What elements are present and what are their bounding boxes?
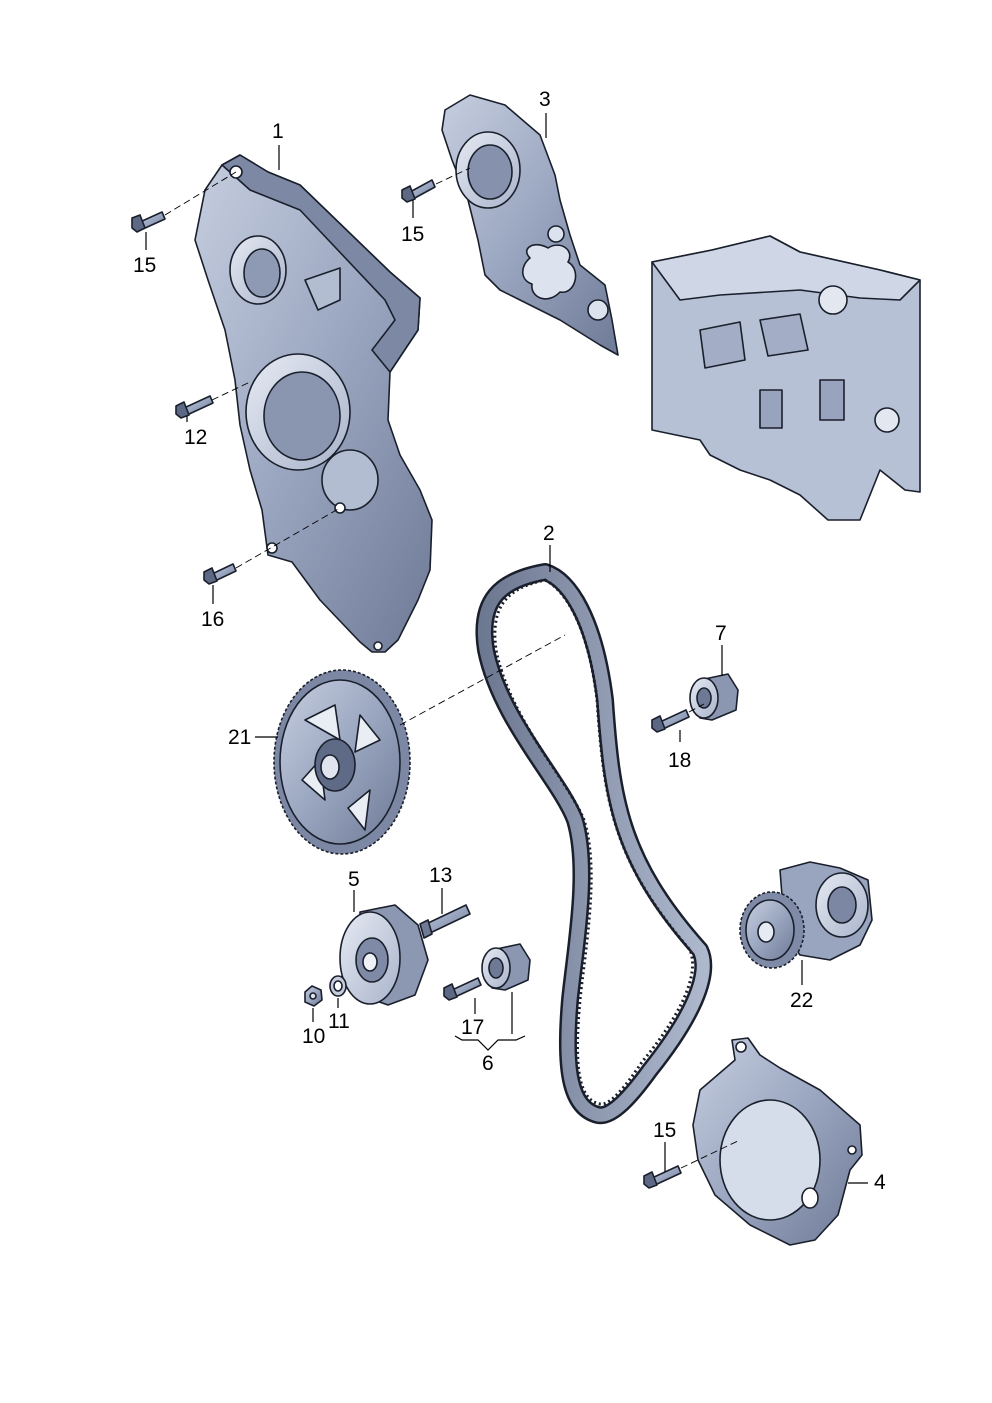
bolt-15-upper-left[interactable]: [131, 211, 166, 233]
stud-bolt[interactable]: [419, 904, 471, 939]
callout-15-upper-mid: 15: [401, 223, 424, 246]
camshaft-sprocket[interactable]: [273, 669, 411, 855]
tensioning-pulley[interactable]: [339, 904, 429, 1006]
callout-15-lower: 15: [653, 1119, 676, 1142]
callout-11: 11: [328, 1010, 350, 1033]
callout-21: 21: [228, 726, 251, 749]
toothed-belt[interactable]: [475, 563, 713, 1125]
bolt-15-upper-mid[interactable]: [401, 179, 436, 203]
callout-18: 18: [668, 749, 691, 772]
bolt-16[interactable]: [203, 563, 237, 585]
alignment-lines: [164, 167, 741, 1169]
callout-5: 5: [348, 868, 360, 891]
callout-2: 2: [543, 522, 555, 545]
washer[interactable]: [329, 975, 347, 997]
hex-nut[interactable]: [304, 985, 323, 1007]
callout-6: 6: [482, 1052, 494, 1075]
callout-labels: 1 3 15 15 12 16 2 7 21 18 5 13 10 11 17 …: [133, 88, 886, 1194]
engine-block: [651, 235, 921, 521]
callout-13: 13: [429, 864, 452, 887]
coolant-pump[interactable]: [739, 861, 873, 969]
callout-15-upper-left: 15: [133, 254, 156, 277]
timing-cover-rear[interactable]: [441, 94, 619, 356]
callout-7: 7: [715, 622, 727, 645]
callout-17: 17: [461, 1016, 484, 1039]
timing-cover-lower[interactable]: [692, 1037, 863, 1246]
callout-16: 16: [201, 608, 224, 631]
bolt-15-lower[interactable]: [643, 1165, 682, 1189]
callout-12: 12: [184, 426, 207, 449]
callout-22: 22: [790, 989, 813, 1012]
callout-3: 3: [539, 88, 551, 111]
idler-pulley-7[interactable]: [689, 673, 739, 721]
callout-10: 10: [302, 1025, 325, 1048]
timing-cover-upper[interactable]: [194, 154, 433, 653]
callout-4: 4: [874, 1171, 886, 1194]
callout-1: 1: [272, 120, 284, 143]
bolt-18[interactable]: [651, 709, 690, 733]
leader-lines: [145, 113, 868, 1184]
bolt-12[interactable]: [175, 395, 214, 419]
idler-pulley-6[interactable]: [481, 943, 531, 991]
bolt-17[interactable]: [443, 977, 482, 1001]
